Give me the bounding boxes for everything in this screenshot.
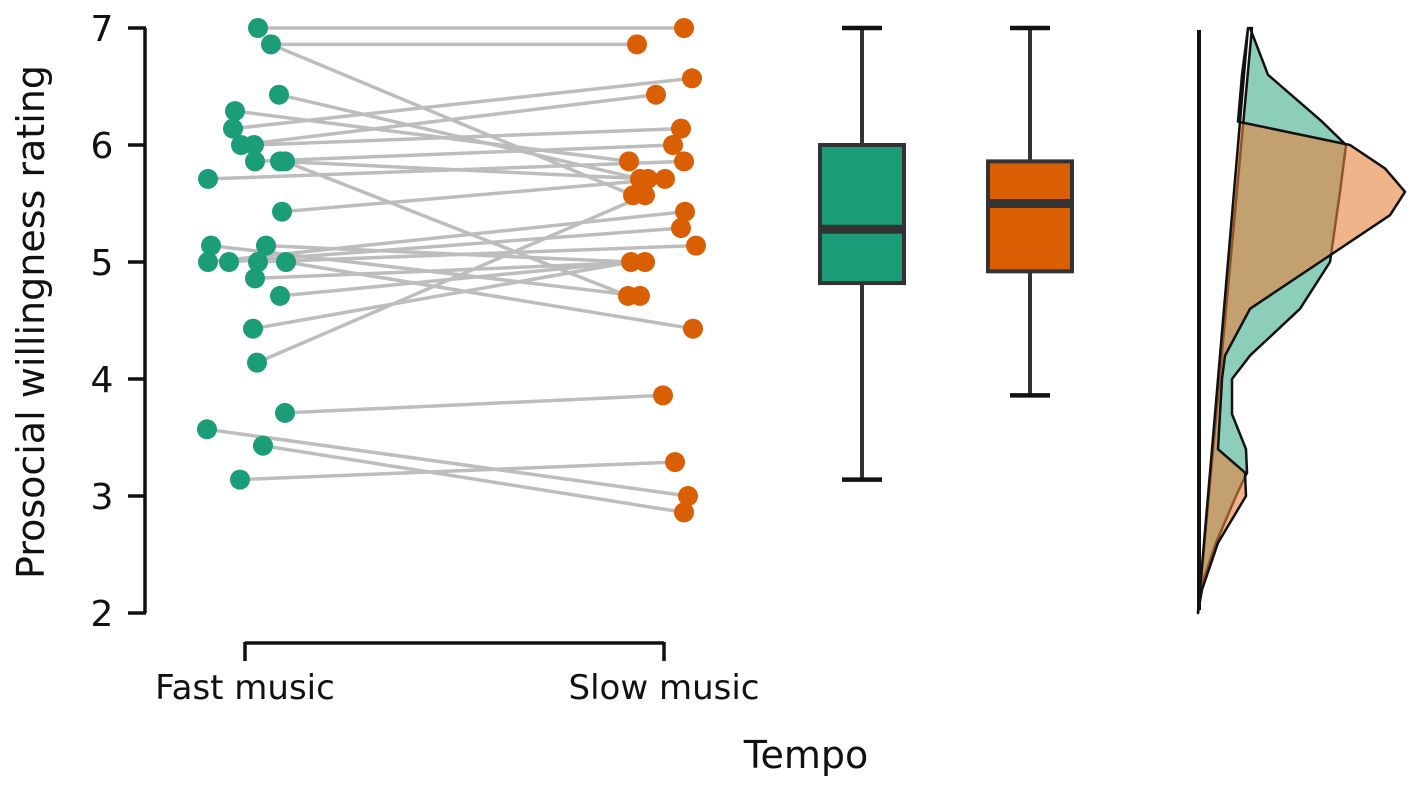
slow-music-point: [683, 318, 703, 339]
fast-music-point: [269, 84, 289, 105]
fast-music-point: [244, 135, 264, 155]
fast-music-point: [253, 435, 273, 456]
paired-line: [228, 226, 682, 264]
fast-music-point: [261, 34, 281, 55]
slow-music-point: [671, 118, 691, 139]
slow-music-point: [635, 252, 655, 272]
fast-music-point: [219, 252, 239, 272]
fast-music-point: [245, 268, 265, 289]
paired-line: [253, 126, 682, 147]
paired-line: [284, 393, 664, 415]
density-slow-music: [1196, 26, 1407, 615]
y-tick-3: 3: [91, 477, 114, 518]
y-tick-6: 6: [91, 126, 114, 167]
fast-music-point: [201, 235, 221, 256]
boxplot-fast-music: [818, 25, 906, 482]
slow-music-point: [663, 135, 683, 155]
y-tick-4: 4: [91, 360, 114, 401]
slow-music-point: [678, 486, 698, 506]
paired-line: [254, 143, 674, 164]
slow-music-point: [674, 18, 694, 38]
paired-line: [207, 159, 685, 181]
paired-line: [232, 76, 693, 131]
paired-line: [279, 260, 632, 298]
boxplots: [818, 25, 1074, 482]
slow-music-point: [621, 252, 641, 272]
paired-line: [281, 177, 666, 214]
x-tick-fast-music: Fast music: [155, 668, 335, 708]
paired-line: [206, 427, 689, 498]
paired-line: [257, 243, 697, 264]
x-axis: [243, 641, 666, 661]
slow-music-point: [671, 218, 691, 239]
boxplot-slow-music: [986, 25, 1074, 398]
slow-music-point: [674, 502, 694, 523]
slow-music-point: [682, 68, 702, 89]
slow-music-point: [646, 84, 666, 105]
density-clouds: [1196, 26, 1407, 615]
slow-music-point: [653, 385, 673, 406]
fast-music-point: [275, 151, 295, 172]
fast-music-point: [256, 235, 276, 256]
paired-lines: [206, 26, 697, 515]
slow-music-point: [619, 151, 639, 172]
slow-music-point: [675, 201, 695, 222]
slow-music-point: [655, 168, 675, 189]
y-tick-7: 7: [91, 9, 114, 50]
x-tick-slow-music: Slow music: [569, 668, 760, 708]
y-tick-2: 2: [91, 594, 114, 635]
y-axis-title: Prosocial willingness rating: [9, 65, 53, 579]
fast-music-point: [247, 352, 267, 373]
slow-music-point: [635, 185, 655, 206]
fast-music-point: [230, 469, 250, 490]
y-axis: [128, 26, 147, 615]
slow-music-point: [627, 34, 647, 55]
paired-line: [240, 92, 657, 147]
paired-line: [262, 443, 685, 515]
fast-music-point: [223, 118, 243, 139]
fast-music-point: [243, 318, 263, 339]
fast-music-point: [248, 18, 268, 38]
x-axis-title: Tempo: [743, 733, 869, 777]
paired-line: [252, 260, 632, 331]
fast-music-point: [198, 252, 218, 272]
fast-music-point: [275, 402, 295, 423]
data-points: [197, 18, 706, 523]
fast-music-point: [198, 168, 218, 189]
fast-music-point: [248, 252, 268, 272]
paired-line: [239, 460, 676, 482]
fast-music-point: [270, 285, 290, 306]
paired-line: [256, 193, 646, 365]
fast-music-point: [272, 201, 292, 222]
slow-music-point: [665, 452, 685, 473]
fast-music-point: [245, 151, 265, 172]
slow-music-point: [638, 168, 658, 189]
fast-music-point: [276, 252, 296, 272]
slow-music-point: [674, 151, 694, 172]
fast-music-point: [225, 101, 245, 122]
fast-music-point: [197, 419, 217, 440]
y-tick-labels: 7 6 5 4 3 2: [91, 9, 114, 635]
y-tick-5: 5: [91, 243, 114, 284]
slow-music-point: [686, 235, 706, 256]
paired-line: [254, 260, 646, 281]
slow-music-point: [630, 285, 650, 306]
